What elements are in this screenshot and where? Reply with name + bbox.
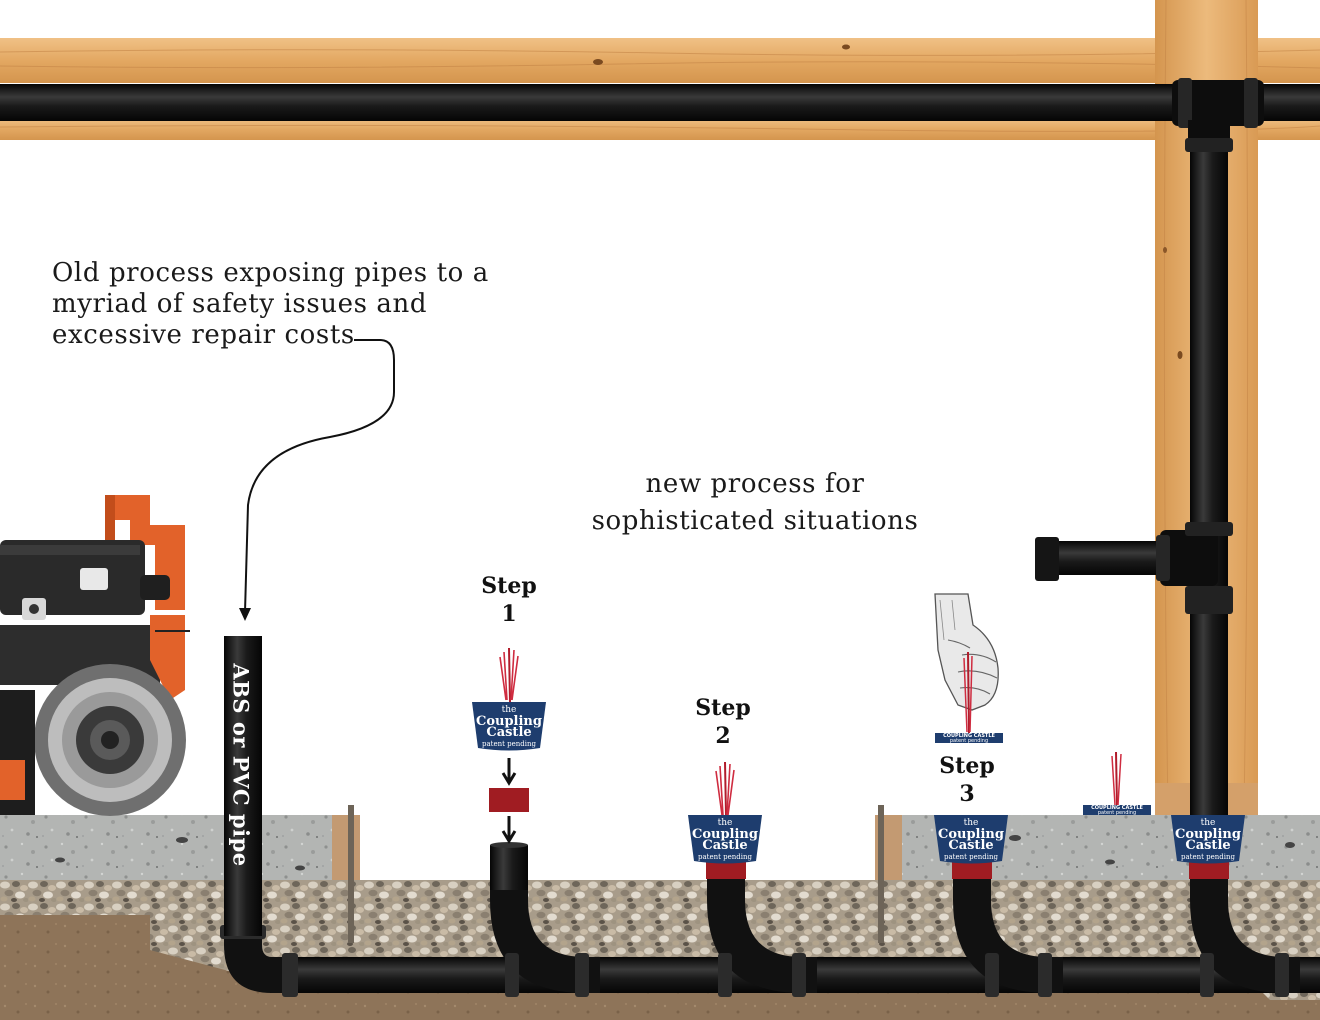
product-coupling: Coupling bbox=[938, 827, 1004, 842]
wood-beam-bottom bbox=[0, 118, 1320, 140]
arrow-down-icon bbox=[239, 608, 251, 621]
old-process-line: myriad of safety issues and bbox=[52, 289, 428, 319]
old-process-line: Old process exposing pipes to a bbox=[52, 258, 489, 288]
arrow-down-icon bbox=[501, 758, 517, 786]
step2-assembly bbox=[688, 761, 762, 879]
product-castle: Castle bbox=[702, 838, 748, 853]
castle-cup bbox=[688, 815, 762, 864]
product-patent: patent pending bbox=[944, 853, 998, 861]
castle-cup-label: the Coupling Castle patent pending bbox=[471, 706, 547, 748]
wood-framing bbox=[0, 0, 1320, 816]
step-number: 2 bbox=[715, 723, 731, 749]
arrow-down-icon bbox=[501, 816, 517, 844]
step-number: 1 bbox=[501, 601, 517, 627]
concrete-slab-left bbox=[0, 815, 332, 880]
hand-icon bbox=[934, 593, 999, 711]
step-2-label: Step 2 bbox=[668, 694, 778, 750]
product-patent: patent pending bbox=[482, 740, 536, 748]
wood-beam-top bbox=[0, 38, 1320, 83]
product-coupling: Coupling bbox=[1175, 827, 1241, 842]
product-the: the bbox=[501, 705, 517, 715]
step-number: 3 bbox=[959, 781, 975, 807]
product-castle: Castle bbox=[948, 838, 994, 853]
red-coupling bbox=[489, 788, 529, 812]
step3-assembly bbox=[934, 593, 1008, 879]
mini-castle-cap bbox=[935, 733, 1003, 743]
pipe-label: ABS or PVC pipe bbox=[228, 663, 254, 867]
product-coupling: Coupling bbox=[692, 827, 758, 842]
product-the: the bbox=[1200, 818, 1216, 828]
drain-line bbox=[220, 636, 1320, 997]
step-3-label: Step 3 bbox=[912, 752, 1022, 808]
mini-cap-note: patent pending bbox=[1097, 810, 1137, 816]
product-coupling: Coupling bbox=[476, 714, 542, 729]
product-patent: patent pending bbox=[698, 853, 752, 861]
mini-cap-name: COUPLING CASTLE bbox=[1091, 805, 1143, 811]
mini-cap-name: COUPLING CASTLE bbox=[943, 733, 995, 739]
castle-cup-label: the Coupling Castle patent pending bbox=[933, 819, 1009, 861]
old-process-caption: Old process exposing pipes to a myriad o… bbox=[52, 258, 512, 351]
new-process-caption: new process for sophisticated situations bbox=[560, 466, 950, 540]
mini-cap-label: COUPLING CASTLE patent pending bbox=[934, 734, 1004, 744]
castle-cup bbox=[472, 702, 546, 751]
product-the: the bbox=[963, 818, 979, 828]
product-patent: patent pending bbox=[1181, 853, 1235, 861]
castle-cup-label: the Coupling Castle patent pending bbox=[1170, 819, 1246, 861]
castle-cup-label: the Coupling Castle patent pending bbox=[687, 819, 763, 861]
castle-cup bbox=[1171, 815, 1245, 864]
product-castle: Castle bbox=[486, 725, 532, 740]
mini-cap-note: patent pending bbox=[949, 738, 989, 744]
new-process-line: new process for bbox=[645, 469, 865, 499]
product-the: the bbox=[717, 818, 733, 828]
new-process-line: sophisticated situations bbox=[591, 506, 919, 536]
castle-cup bbox=[934, 815, 1008, 864]
jackhammer-machine-icon bbox=[0, 495, 190, 816]
abs-pvc-pipe bbox=[224, 636, 262, 936]
step4-assembly bbox=[1083, 751, 1245, 879]
step-word: Step bbox=[939, 753, 995, 779]
mini-castle-cap bbox=[1083, 805, 1151, 815]
overhead-pipe bbox=[0, 78, 1320, 820]
step1-assembly bbox=[472, 647, 546, 844]
mini-cap-label: COUPLING CASTLE patent pending bbox=[1082, 806, 1152, 816]
step-word: Step bbox=[695, 695, 751, 721]
connector-curve bbox=[244, 339, 395, 613]
product-castle: Castle bbox=[1185, 838, 1231, 853]
step-1-label: Step 1 bbox=[454, 572, 564, 628]
old-process-line: excessive repair costs bbox=[52, 320, 355, 350]
step-word: Step bbox=[481, 573, 537, 599]
